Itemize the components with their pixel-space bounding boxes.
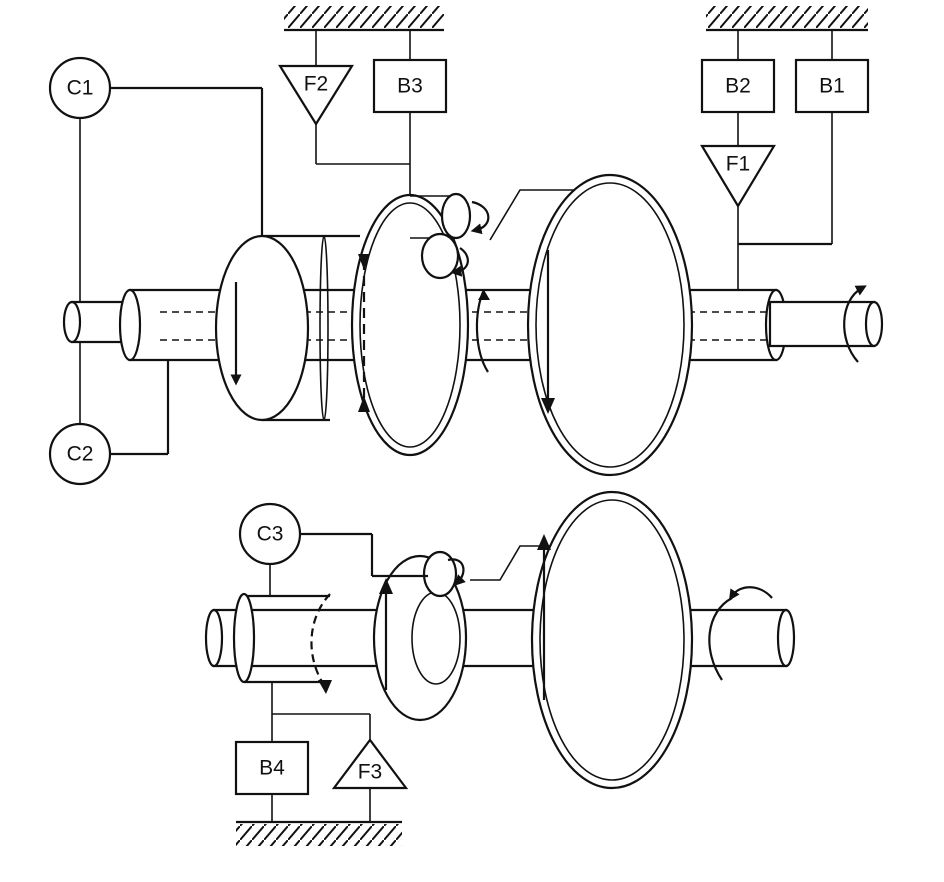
ground-top-right	[706, 6, 868, 32]
lower-sun-gear	[372, 550, 468, 722]
brake-b3: B3	[372, 30, 448, 196]
one-way-clutch-f1-label: F1	[726, 153, 751, 176]
one-way-clutch-f3: F3	[331, 714, 409, 822]
one-way-clutch-f2-label: F2	[304, 73, 329, 96]
brake-b1-label: B1	[819, 75, 845, 98]
output-shaft-upper	[768, 285, 884, 363]
clutch-c2: C2	[48, 342, 170, 486]
clutch-c2-label: C2	[67, 443, 94, 466]
one-way-clutch-f2: F2	[278, 30, 410, 165]
lower-shaft	[204, 586, 796, 681]
ground-top-left	[284, 6, 444, 32]
brake-b4-label: B4	[259, 757, 285, 780]
ground-bottom	[236, 820, 402, 846]
clutch-c1: C1	[48, 56, 264, 302]
brake-b1: B1	[738, 30, 870, 246]
ring-gear-upper	[489, 173, 694, 477]
front-carrier	[350, 192, 490, 457]
one-way-clutch-f1: F1	[700, 144, 776, 290]
lower-drum	[232, 592, 332, 694]
brake-b3-label: B3	[397, 75, 423, 98]
ring-gear-lower	[470, 490, 694, 790]
one-way-clutch-f3-label: F3	[358, 761, 383, 784]
brake-b4: B4	[234, 682, 370, 822]
clutch-c1-label: C1	[67, 77, 94, 100]
brake-b2-label: B2	[725, 75, 751, 98]
brake-b2: B2	[700, 30, 776, 146]
clutch-c3: C3	[238, 502, 428, 596]
clutch-c3-label: C3	[257, 523, 284, 546]
